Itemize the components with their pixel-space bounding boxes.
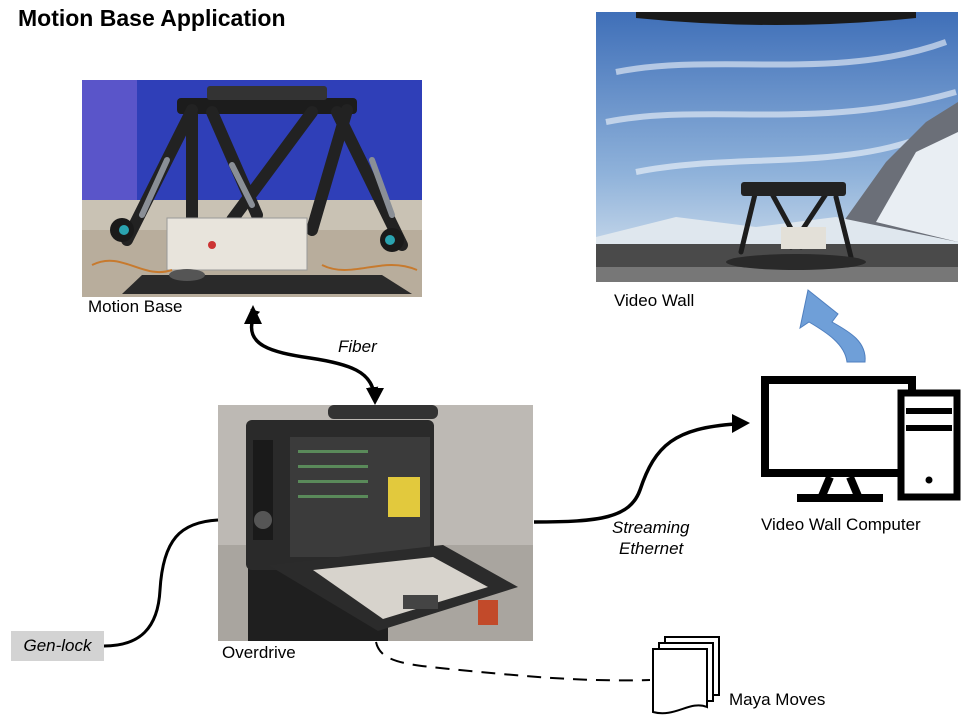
ethernet-label-line1: Streaming <box>612 518 690 537</box>
fiber-arrowhead-bottom <box>366 388 384 405</box>
document-stack-icon <box>652 636 720 715</box>
diagram-title: Motion Base Application <box>18 5 286 31</box>
motion-base-photo <box>82 80 422 297</box>
overdrive-photo <box>218 405 533 641</box>
fiber-link <box>249 308 379 397</box>
maya-moves-label: Maya Moves <box>729 690 826 709</box>
ethernet-label-line2: Ethernet <box>619 539 684 558</box>
overdrive-label: Overdrive <box>222 643 296 662</box>
fiber-arrowhead-top <box>244 305 262 324</box>
motion-base-label: Motion Base <box>88 297 183 316</box>
video-wall-label: Video Wall <box>614 291 695 310</box>
desktop-computer-icon <box>761 376 961 502</box>
ethernet-link <box>533 422 737 524</box>
video-wall-photo <box>596 12 958 282</box>
genlock-link <box>103 518 219 648</box>
fiber-label: Fiber <box>338 337 377 356</box>
curved-up-arrow-icon <box>799 289 866 363</box>
maya-moves-link <box>375 641 651 682</box>
ethernet-arrowhead <box>732 414 750 433</box>
gen-lock-box: Gen-lock <box>11 631 104 661</box>
video-wall-computer-label: Video Wall Computer <box>761 515 921 534</box>
